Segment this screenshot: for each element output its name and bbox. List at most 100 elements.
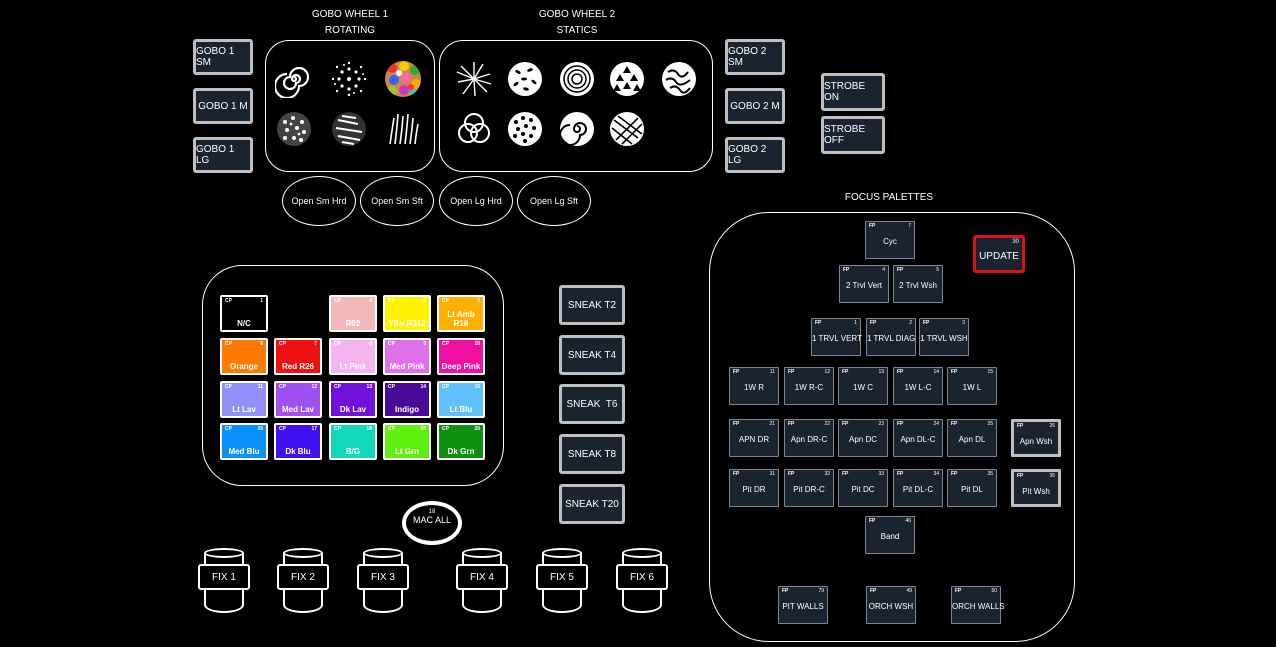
gobo-dots-burst-icon[interactable] [330, 60, 368, 98]
palette-type: CP [442, 298, 449, 304]
open-lg-sft-button[interactable]: Open Lg Sft [517, 176, 591, 226]
sneak-t6-button[interactable]: SNEAK T6 [559, 384, 625, 424]
fixture-6[interactable]: FIX 6 [616, 548, 668, 616]
palette-label: Lt Lav [232, 405, 256, 414]
fixture-3[interactable]: FIX 3 [357, 548, 409, 616]
gobo-static-8-icon[interactable] [558, 110, 596, 148]
gobo-2-m-button[interactable]: GOBO 2 M [725, 88, 785, 124]
palette-label: 1 TRVL VERT [812, 334, 862, 343]
palette-label: Dk Blu [285, 447, 311, 456]
update-button[interactable]: 30 UPDATE [973, 235, 1025, 273]
palette-label: 1W L-C [904, 383, 932, 392]
open-lg-hrd-button[interactable]: Open Lg Hrd [439, 176, 513, 226]
gobo-static-7-icon[interactable] [506, 110, 544, 148]
gobo-1-lg-button[interactable]: GOBO 1 LG [193, 137, 253, 173]
fixture-1[interactable]: FIX 1 [198, 548, 250, 616]
palette-number: 12 [824, 369, 830, 375]
strobe-off-button[interactable]: STROBE OFF [821, 116, 885, 154]
gobo-color-mosaic-icon[interactable] [384, 60, 422, 98]
open-sm-sft-button[interactable]: Open Sm Sft [360, 176, 434, 226]
palette-type: CP [225, 384, 232, 390]
strobe-on-button[interactable]: STROBE ON [821, 73, 885, 111]
sneak-t2-button[interactable]: SNEAK T2 [559, 285, 625, 325]
gobo-spiral-icon[interactable] [275, 60, 313, 98]
palette-type: CP [334, 426, 341, 432]
gobo-2-lg-button[interactable]: GOBO 2 LG [725, 137, 785, 173]
gobo-static-1-icon[interactable] [455, 60, 493, 98]
palette-type: FP [733, 421, 740, 427]
palette-type: CP [388, 341, 395, 347]
sneak-t4-button[interactable]: SNEAK T4 [559, 335, 625, 375]
gobo-breakup-1-icon[interactable] [275, 110, 313, 148]
gobo-static-4-icon[interactable] [608, 60, 646, 98]
mac-all-button[interactable]: 18 MAC ALL [402, 501, 462, 545]
gobo-wheel-1-title: GOBO WHEEL 1 ROTATING [311, 9, 389, 36]
palette-type: CP [388, 426, 395, 432]
gobo-static-3-icon[interactable] [558, 60, 596, 98]
open-sm-hrd-button[interactable]: Open Sm Hrd [282, 176, 356, 226]
fixture-5[interactable]: FIX 5 [536, 548, 588, 616]
gobo-2-sm-button[interactable]: GOBO 2 SM [725, 39, 785, 75]
gobo-static-2-icon[interactable] [506, 60, 544, 98]
gobo-static-9-icon[interactable] [608, 110, 646, 148]
palette-type: FP [788, 369, 795, 375]
fixture-2[interactable]: FIX 2 [277, 548, 329, 616]
gobo-1-m-button[interactable]: GOBO 1 M [193, 88, 253, 124]
gobo-static-6-icon[interactable] [455, 110, 493, 148]
gobo-flames-icon[interactable] [384, 110, 422, 148]
gobo-1-sm-button[interactable]: GOBO 1 SM [193, 39, 253, 75]
sneak-t8-button[interactable]: SNEAK T8 [559, 434, 625, 474]
sneak-t20-button[interactable]: SNEAK T20 [559, 484, 625, 524]
palette-label: 2 Trvl Vert [845, 281, 882, 290]
gobo-breakup-2-icon[interactable] [330, 110, 368, 148]
gobo-static-5-icon[interactable] [660, 60, 698, 98]
fixture-4[interactable]: FIX 4 [456, 548, 508, 616]
